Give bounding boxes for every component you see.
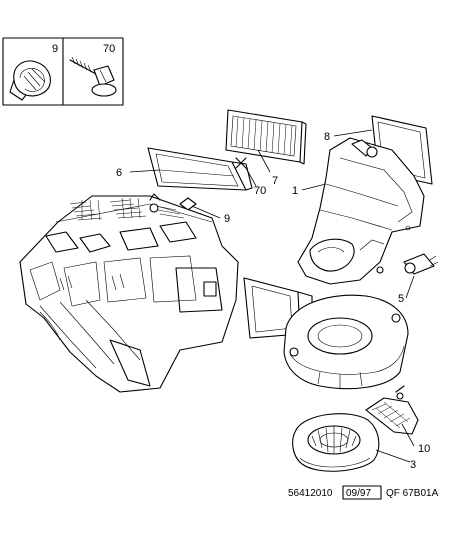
- filter-housing: [297, 137, 425, 285]
- mounting-plate: [365, 385, 419, 435]
- callout-10: 10: [418, 443, 430, 455]
- heater-box-assembly: [19, 193, 239, 393]
- small-screw-marker: [235, 157, 247, 169]
- legend-label-9: 9: [52, 43, 58, 55]
- callout-6: 6: [116, 167, 122, 179]
- callout-5: 5: [398, 293, 404, 305]
- callout-1: 1: [292, 185, 298, 197]
- air-flap: [147, 147, 253, 191]
- footer-code: 56412010: [288, 488, 333, 499]
- screw-icon: [69, 56, 117, 97]
- callout-70: 70: [254, 185, 266, 197]
- pollen-filter: [225, 109, 307, 165]
- leader-lines: [129, 129, 415, 463]
- legend-label-70: 70: [103, 43, 115, 55]
- blower-motor: [292, 413, 380, 472]
- reference-footer: 56412010 09/97 QF 67B01A: [288, 485, 439, 500]
- blower-resistor: [403, 253, 439, 275]
- callout-8: 8: [324, 131, 330, 143]
- callout-3: 3: [410, 459, 416, 471]
- clip-icon: [9, 60, 51, 101]
- callout-7: 7: [272, 175, 278, 187]
- parts-legend-box: 9 70: [2, 37, 124, 106]
- callout-9: 9: [224, 213, 230, 225]
- blower-housing: [283, 294, 409, 390]
- callout-numbers: 6 7 70 9 8 1 5 10 3: [116, 131, 430, 471]
- footer-ref: QF 67B01A: [386, 488, 439, 499]
- footer-date: 09/97: [346, 488, 371, 499]
